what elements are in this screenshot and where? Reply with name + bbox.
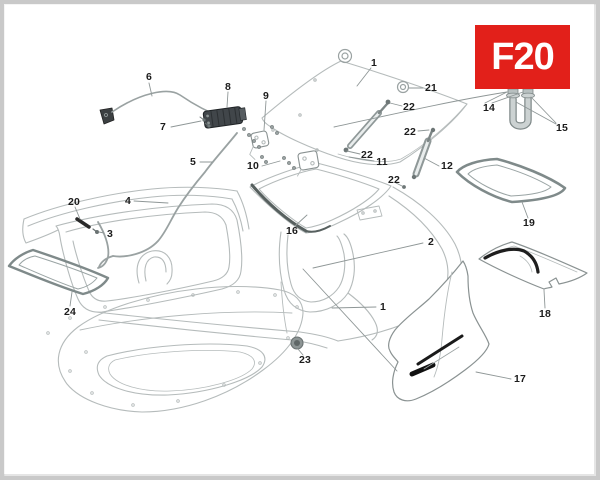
leader-lines — [69, 67, 557, 380]
rubber-seal-left — [7, 248, 110, 296]
callout-part-19: 19 — [522, 217, 536, 229]
fuel-hose — [97, 132, 238, 269]
callout-part-7: 7 — [159, 121, 167, 133]
callout-part-11: 11 — [376, 156, 388, 168]
sail-panel — [388, 260, 490, 402]
callout-part-9: 9 — [262, 90, 270, 102]
gas-strut-right — [402, 127, 436, 189]
hinge-bracket-2 — [297, 150, 320, 177]
grommet-mid — [396, 80, 410, 94]
callout-part-21: 21 — [424, 82, 438, 94]
gas-strut-lid — [343, 99, 391, 153]
callout-part-6: 6 — [145, 71, 153, 83]
callout-part-16: 16 — [285, 225, 299, 237]
callout-part-12: 12 — [440, 160, 454, 172]
callout-part-2: 2 — [427, 236, 435, 248]
callout-part-1-bottom: 1 — [379, 301, 387, 313]
callout-part-22-b: 22 — [403, 126, 417, 138]
callout-part-3: 3 — [106, 228, 114, 240]
pin-20 — [75, 217, 91, 229]
callout-part-14: 14 — [482, 102, 496, 114]
callout-part-23: 23 — [298, 354, 312, 366]
grommet-top — [337, 48, 353, 64]
hinge-bracket-1 — [249, 130, 270, 160]
callout-part-22-a: 22 — [402, 101, 416, 113]
callout-part-10: 10 — [246, 160, 260, 172]
callout-part-15: 15 — [555, 122, 569, 134]
callout-part-18: 18 — [538, 308, 552, 320]
screw-cluster — [242, 125, 296, 170]
control-unit — [202, 106, 247, 129]
side-panel-right — [478, 241, 588, 290]
screw-3 — [92, 228, 99, 234]
callout-part-1-top: 1 — [370, 57, 378, 69]
callout-part-24: 24 — [63, 306, 77, 318]
grommet-bottom — [290, 336, 304, 350]
callout-part-22-d: 22 — [387, 174, 401, 186]
screws-7 — [199, 116, 211, 128]
u-bolt — [506, 88, 535, 130]
callout-part-4: 4 — [124, 195, 132, 207]
callout-part-8: 8 — [224, 81, 232, 93]
rubber-seal-right — [455, 157, 567, 204]
callout-part-5: 5 — [189, 156, 197, 168]
callout-part-17: 17 — [513, 373, 527, 385]
callout-part-22-c: 22 — [360, 149, 374, 161]
figure-code-badge: F20 — [475, 25, 570, 89]
callout-part-20: 20 — [67, 196, 81, 208]
